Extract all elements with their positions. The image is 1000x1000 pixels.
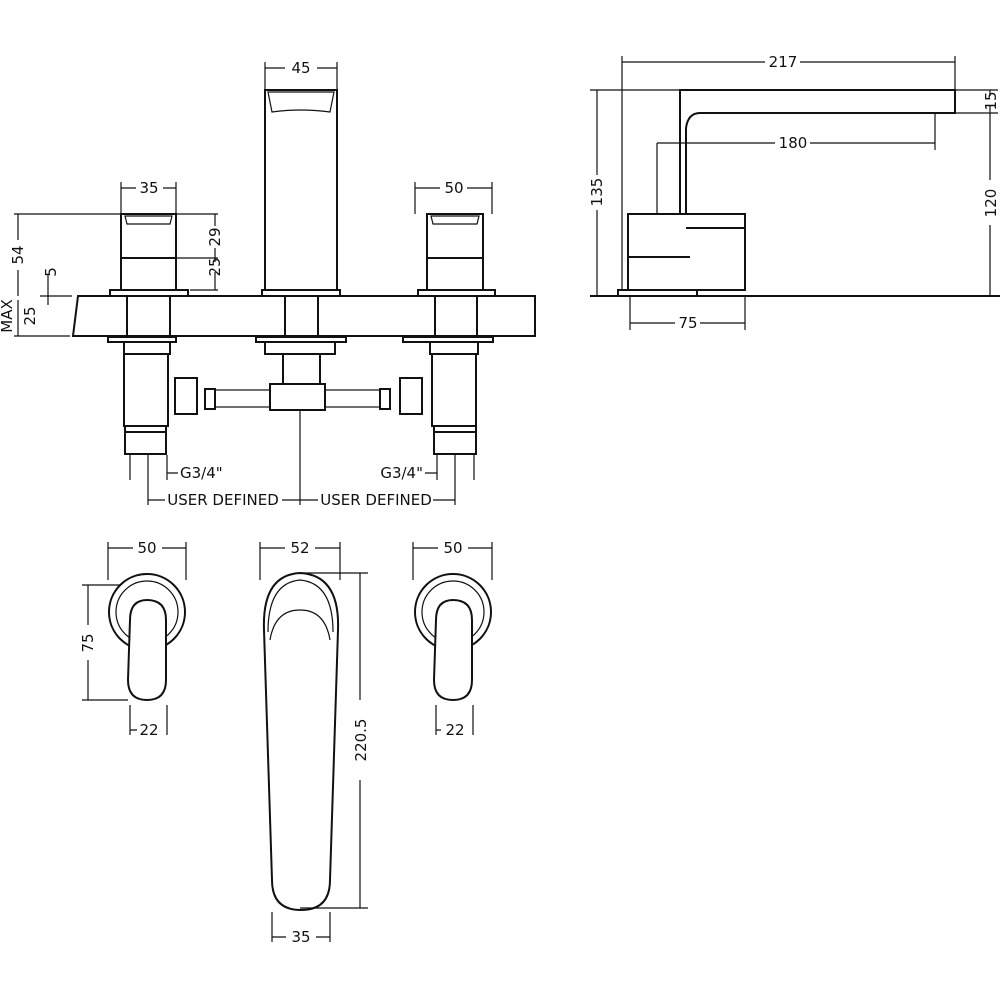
right-inlet-label: G3/4" bbox=[380, 464, 423, 482]
spout bbox=[261, 89, 341, 297]
dim-spout-top-width: 52 bbox=[290, 539, 309, 557]
dim-left-handle-diameter: 50 bbox=[137, 539, 156, 557]
under-deck-fittings bbox=[107, 336, 494, 455]
right-handle-top bbox=[414, 573, 492, 702]
right-spacing-label: USER DEFINED bbox=[320, 491, 432, 509]
dim-spout-reach: 180 bbox=[779, 134, 808, 152]
dim-left-handle-width: 35 bbox=[139, 179, 158, 197]
top-view: 50 75 22 52 220.5 35 50 22 bbox=[79, 539, 493, 946]
dim-spout-length: 220.5 bbox=[352, 719, 370, 762]
dim-deck-max: MAX bbox=[0, 299, 16, 332]
dim-spout-height: 120 bbox=[982, 189, 1000, 218]
dim-handle-lower: 25 bbox=[206, 257, 224, 276]
deck-section bbox=[71, 295, 536, 337]
left-inlet-label: G3/4" bbox=[180, 464, 223, 482]
front-dimensions bbox=[14, 62, 493, 505]
dim-handle-upper: 29 bbox=[206, 227, 224, 246]
left-spacing-label: USER DEFINED bbox=[167, 491, 279, 509]
dim-deck-thickness: 25 bbox=[21, 306, 39, 325]
dim-left-handle-length: 75 bbox=[79, 633, 97, 652]
front-view: 45 35 50 54 29 25 5 MAX 25 G3/4" G3/4" U… bbox=[0, 59, 536, 509]
side-dimensions bbox=[590, 56, 1000, 330]
top-dimensions bbox=[82, 542, 493, 942]
dim-spout-thickness: 15 bbox=[982, 91, 1000, 110]
dim-left-lever-width: 22 bbox=[139, 721, 158, 739]
right-handle bbox=[417, 213, 496, 297]
dim-spout-tip-width: 35 bbox=[291, 928, 310, 946]
dim-right-handle-width: 50 bbox=[444, 179, 463, 197]
dim-spout-width: 45 bbox=[291, 59, 310, 77]
dim-total-handle-height: 54 bbox=[9, 245, 27, 264]
left-handle-top bbox=[108, 573, 186, 702]
left-handle bbox=[109, 213, 189, 297]
dim-base-depth: 75 bbox=[678, 314, 697, 332]
spout-top bbox=[262, 571, 340, 912]
dim-plate-thickness: 5 bbox=[42, 267, 60, 277]
dim-right-handle-diameter: 50 bbox=[443, 539, 462, 557]
side-view: 217 15 135 120 180 75 bbox=[588, 53, 1000, 332]
dim-total-length: 217 bbox=[769, 53, 798, 71]
dim-right-lever-width: 22 bbox=[445, 721, 464, 739]
dim-total-height: 135 bbox=[588, 178, 606, 207]
